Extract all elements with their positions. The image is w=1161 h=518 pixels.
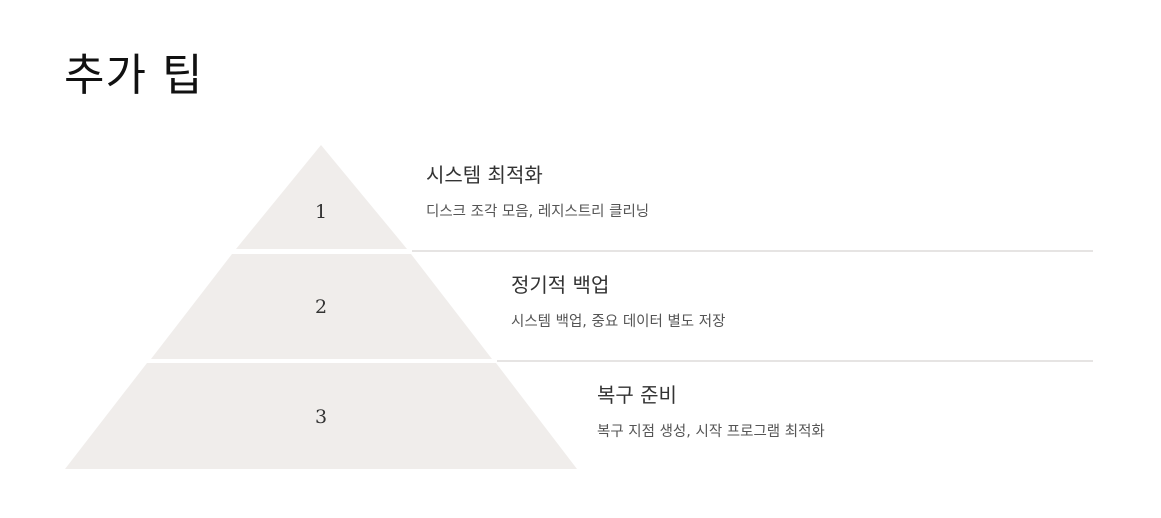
layer-1-description: 디스크 조각 모음, 레지스트리 클리닝	[426, 204, 650, 220]
layer-3-title: 복구 준비	[597, 383, 677, 407]
layer-2-description: 시스템 백업, 중요 데이터 별도 저장	[511, 314, 726, 330]
layer-2-info: 정기적 백업 시스템 백업, 중요 데이터 별도 저장	[511, 272, 725, 332]
layer-1-info: 시스템 최적화 디스크 조각 모음, 레지스트리 클리닝	[426, 162, 649, 222]
divider-2	[497, 360, 1093, 362]
layer-2-title: 정기적 백업	[511, 273, 610, 297]
pyramid-layer-1	[236, 145, 407, 249]
layer-number-1: 1	[315, 201, 327, 223]
page-title: 추가 팁	[64, 50, 204, 101]
layer-3-description: 복구 지점 생성, 시작 프로그램 최적화	[597, 424, 825, 440]
divider-1	[412, 250, 1093, 252]
pyramid-layer-2	[151, 254, 492, 359]
layer-number-2: 2	[315, 296, 327, 318]
layer-1-title: 시스템 최적화	[426, 163, 543, 187]
layer-number-3: 3	[315, 406, 327, 428]
pyramid-layer-3	[65, 363, 577, 469]
layer-3-info: 복구 준비 복구 지점 생성, 시작 프로그램 최적화	[597, 382, 825, 442]
